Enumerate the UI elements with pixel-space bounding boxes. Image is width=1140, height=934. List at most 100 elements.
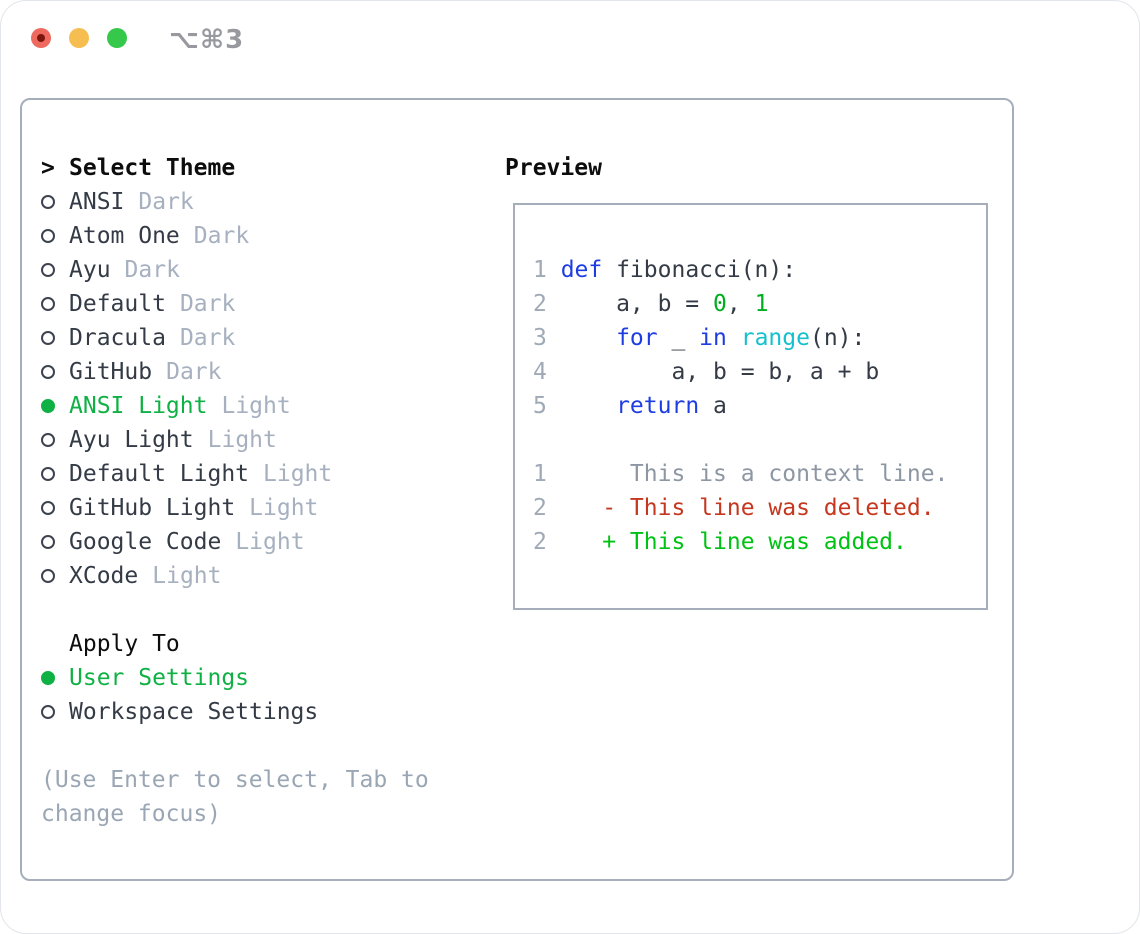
theme-item[interactable]: Default Light Light xyxy=(41,457,429,491)
theme-item-label: ANSI Light xyxy=(69,393,208,419)
theme-item[interactable]: Google Code Light xyxy=(41,525,429,559)
radio-icon xyxy=(41,467,69,481)
code-line: 1 This is a context line. xyxy=(533,457,986,491)
theme-item-label: Dracula xyxy=(69,325,166,351)
line-number: 4 xyxy=(533,359,547,385)
code-token-num: 1 xyxy=(754,291,769,317)
radio-icon xyxy=(41,365,69,379)
code-line: 3 for _ in range(n): xyxy=(533,321,986,355)
line-number: 1 xyxy=(533,461,547,487)
line-number: 2 xyxy=(533,529,547,555)
theme-variant-tag: Dark xyxy=(193,223,250,249)
theme-variant-tag: Light xyxy=(221,393,291,419)
code-token-fg: , xyxy=(726,291,755,317)
radio-icon xyxy=(41,433,69,447)
radio-icon xyxy=(41,297,69,311)
theme-variant-tag: Dark xyxy=(124,257,180,283)
code-line xyxy=(533,423,986,457)
theme-variant-tag: Light xyxy=(152,563,222,589)
code-token-fg: (n): xyxy=(809,325,866,351)
code-token-kw: return xyxy=(616,393,700,419)
radio-icon xyxy=(41,705,69,719)
code-line: 5 return a xyxy=(533,389,986,423)
radio-selected-icon xyxy=(41,399,69,413)
theme-item[interactable]: GitHub Dark xyxy=(41,355,429,389)
theme-item[interactable]: Dracula Dark xyxy=(41,321,429,355)
theme-item[interactable]: ANSI Dark xyxy=(41,185,429,219)
code-token-fg: a, b = xyxy=(560,291,714,317)
theme-item[interactable]: Default Dark xyxy=(41,287,429,321)
theme-variant-tag: Light xyxy=(263,461,333,487)
code-token-num: 0 xyxy=(713,291,727,317)
code-token-fg: a, b = b, a + b xyxy=(560,359,880,385)
theme-item-label: Atom One xyxy=(69,223,180,249)
code-token-ctx: This is a context line. xyxy=(560,461,949,487)
close-button[interactable] xyxy=(31,28,51,48)
hint-line-1: (Use Enter to select, Tab to xyxy=(41,767,429,793)
theme-item[interactable]: Atom One Dark xyxy=(41,219,429,253)
radio-icon xyxy=(41,501,69,515)
radio-icon xyxy=(41,331,69,345)
code-token-kw: for xyxy=(616,325,658,351)
code-line: 2 + This line was added. xyxy=(533,525,986,559)
spacer xyxy=(41,593,429,627)
code-token-kw: def xyxy=(560,257,603,283)
code-token-fg xyxy=(561,393,616,419)
radio-icon xyxy=(41,535,69,549)
theme-item-label: GitHub xyxy=(69,359,153,385)
theme-variant-tag: Dark xyxy=(179,291,236,317)
theme-item-label: Default Light xyxy=(69,461,250,487)
spacer xyxy=(41,729,429,763)
theme-item-label: XCode xyxy=(69,563,139,589)
theme-item[interactable]: GitHub Light Light xyxy=(41,491,429,525)
apply-option[interactable]: User Settings xyxy=(41,661,429,695)
line-number: 3 xyxy=(533,325,547,351)
theme-variant-tag: Dark xyxy=(138,189,194,215)
theme-item[interactable]: Ayu Dark xyxy=(41,253,429,287)
code-token-fg: _ xyxy=(657,325,700,351)
theme-item-label: Default xyxy=(69,291,166,317)
theme-item-label: ANSI xyxy=(69,189,125,215)
theme-item-label: Ayu xyxy=(69,257,111,283)
select-theme-header: > Select Theme xyxy=(41,151,429,185)
code-token-fg xyxy=(561,325,616,351)
apply-to-header: Apply To xyxy=(41,627,429,661)
code-line: 4 a, b = b, a + b xyxy=(533,355,986,389)
apply-option-label: Workspace Settings xyxy=(69,699,319,725)
theme-item[interactable]: ANSI Light Light xyxy=(41,389,429,423)
minimize-button[interactable] xyxy=(69,28,89,48)
theme-item-label: Google Code xyxy=(69,529,222,555)
hint-line-2: change focus) xyxy=(41,801,222,827)
prompt-icon: > xyxy=(41,155,55,181)
theme-item-label: GitHub Light xyxy=(69,495,236,521)
theme-variant-tag: Light xyxy=(249,495,319,521)
code-token-fg: a xyxy=(699,393,727,419)
theme-variant-tag: Light xyxy=(235,529,305,555)
theme-variant-tag: Dark xyxy=(179,325,236,351)
zoom-button[interactable] xyxy=(107,28,127,48)
apply-option-label: User Settings xyxy=(69,665,250,691)
code-token-del: - This line was deleted. xyxy=(560,495,935,521)
apply-option[interactable]: Workspace Settings xyxy=(41,695,429,729)
apply-to-title: Apply To xyxy=(69,631,180,657)
radio-icon xyxy=(41,569,69,583)
line-number: 5 xyxy=(533,393,547,419)
code-line: 2 - This line was deleted. xyxy=(533,491,986,525)
line-number: 1 xyxy=(533,257,547,283)
select-theme-title: Select Theme xyxy=(69,155,236,181)
titlebar: ⌥⌘3 xyxy=(1,1,1139,71)
theme-item-label: Ayu Light xyxy=(69,427,194,453)
code-token-add: + This line was added. xyxy=(560,529,907,555)
radio-icon xyxy=(41,229,69,243)
theme-item[interactable]: XCode Light xyxy=(41,559,429,593)
radio-selected-icon xyxy=(41,671,69,685)
code-token-fn: range xyxy=(740,325,810,351)
theme-variant-tag: Dark xyxy=(166,359,222,385)
